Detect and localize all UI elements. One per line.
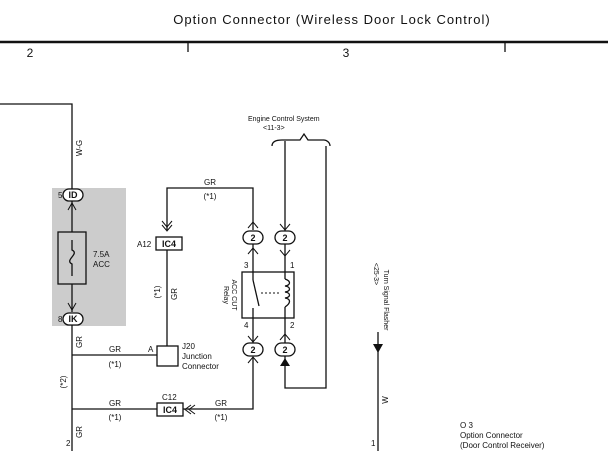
- relay-name-line2: Relay: [222, 286, 229, 304]
- wire-c12-to-relay: [183, 357, 254, 410]
- fuse-pin-bottom-label: IK: [69, 314, 79, 324]
- chevron-down-icon: [67, 302, 77, 312]
- wire-gr-top: [166, 187, 254, 230]
- wire-label-w-g: W-G: [75, 140, 84, 156]
- wire-label-gr: GR: [109, 345, 121, 354]
- turn-signal-label: Turn Signal Flasher: [382, 270, 389, 331]
- fuse-pin-bottom-number: 8: [58, 315, 63, 324]
- wire-label-plus1: (*1): [215, 413, 228, 422]
- wire-label-plus1: (*1): [153, 285, 162, 298]
- relay-switch-icon: [252, 279, 260, 307]
- wire-label-gr: GR: [215, 399, 227, 408]
- wire-label-plus1: (*1): [109, 360, 122, 369]
- relay-name-line1: ACC CUT: [230, 279, 237, 311]
- junction-connector-box: [156, 345, 179, 367]
- column-number-3: 3: [343, 46, 350, 60]
- wire-w-g: [0, 103, 73, 190]
- wire-label-w: W: [381, 396, 390, 404]
- junction-pin-a: A: [148, 345, 154, 354]
- relay-pin4-connector-label: 2: [250, 345, 255, 355]
- connector-a12-code: A12: [137, 240, 152, 249]
- junction-code: J20: [182, 342, 195, 351]
- wire-label-gr: GR: [204, 178, 216, 187]
- component-pin-2: 2: [66, 439, 71, 448]
- relay-pin-3: 3: [244, 261, 249, 270]
- connector-a12-box: [155, 236, 183, 251]
- diagram-title: Option Connector (Wireless Door Lock Con…: [173, 12, 490, 27]
- chevron-up-icon: [247, 221, 259, 229]
- fuse-icon: [69, 240, 75, 276]
- junction-line1: Junction: [182, 352, 212, 361]
- arrow-down-icon: [373, 344, 383, 353]
- fuse-pin-top-label: ID: [69, 190, 79, 200]
- component-pin-1: 1: [371, 439, 376, 448]
- wire-relay-loop: [284, 146, 327, 389]
- wire-label-plus2: (*2): [59, 375, 68, 388]
- relay-box: [241, 271, 295, 319]
- wire-label-gr: GR: [75, 426, 84, 438]
- connector-a12-label: IC4: [162, 239, 176, 249]
- connector-c12-label: IC4: [163, 405, 177, 415]
- component-name: Option Connector: [460, 431, 523, 440]
- wire-label-gr: GR: [170, 288, 179, 300]
- wire-label-plus1: (*1): [109, 413, 122, 422]
- component-code: O 3: [460, 421, 473, 430]
- wire-label-plus1: (*1): [204, 192, 217, 201]
- relay-pin-2: 2: [290, 321, 295, 330]
- fuse-pin-top-number: 5: [58, 191, 63, 200]
- connector-c12-code: C12: [162, 393, 177, 402]
- relay-pin2-connector-label: 2: [282, 345, 287, 355]
- relay-pin-4: 4: [244, 321, 249, 330]
- fuse-rating: 7.5A: [93, 250, 110, 259]
- fuse-name: ACC: [93, 260, 110, 269]
- chevron-up-icon: [247, 356, 259, 364]
- engine-system-ref: <11-3>: [263, 125, 285, 132]
- component-subname: (Door Control Receiver): [460, 441, 545, 450]
- turn-signal-ref: <25-3>: [372, 263, 379, 285]
- relay-pin-1: 1: [290, 261, 295, 270]
- junction-line2: Connector: [182, 362, 219, 371]
- junction-block-shade: [52, 188, 126, 326]
- engine-bracket: [271, 132, 331, 147]
- wire-label-gr: GR: [75, 336, 84, 348]
- fuse-pin-top-connector: [62, 188, 84, 202]
- fuse-pin-bottom-connector: [62, 312, 84, 326]
- column-number-2: 2: [27, 46, 34, 60]
- wire-label-gr: GR: [109, 399, 121, 408]
- relay-coil-icon: [284, 278, 291, 308]
- relay-pin3-connector-label: 2: [250, 233, 255, 243]
- engine-system-label: Engine Control System: [248, 116, 320, 123]
- relay-pin1-connector-label: 2: [282, 233, 287, 243]
- double-chevron-down-icon: [161, 220, 173, 232]
